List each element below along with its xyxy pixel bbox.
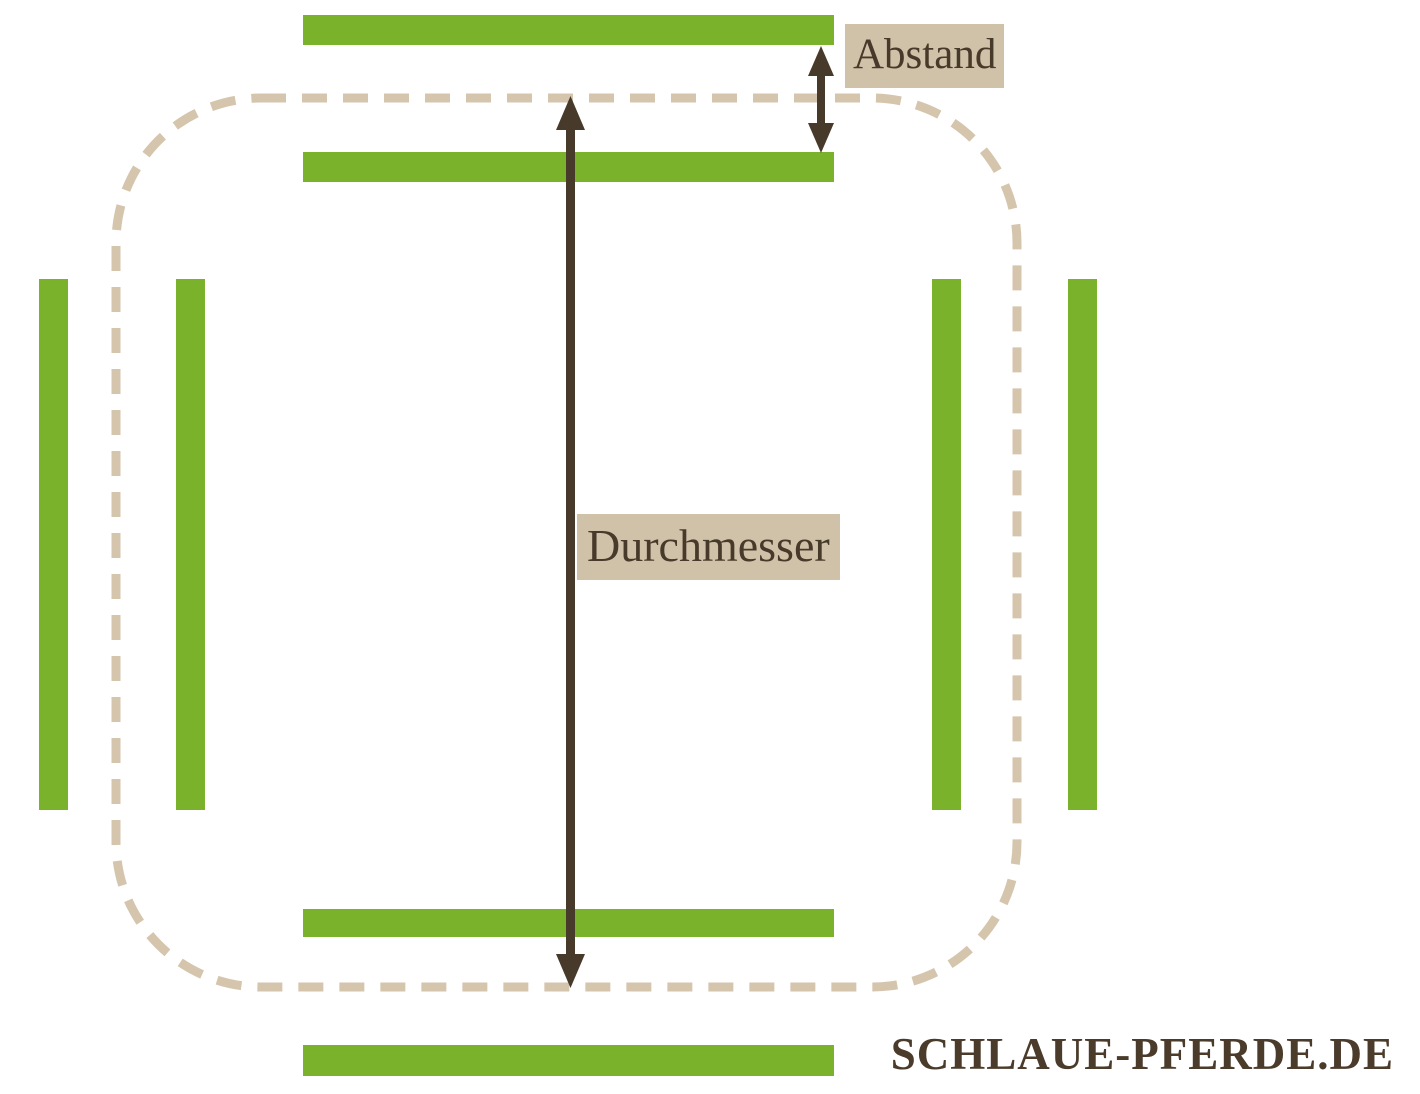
distance-label: Abstand: [845, 24, 1005, 88]
circle-track-dashed-path: [111, 93, 1022, 992]
pole-top-outer: [303, 15, 834, 45]
diameter-label: Durchmesser: [577, 514, 840, 580]
watermark-text: SCHLAUE-PFERDE.DE: [890, 1029, 1394, 1079]
pole-right-outer: [1068, 279, 1097, 810]
pole-bottom-inner: [303, 909, 834, 937]
pole-left-outer: [39, 279, 68, 810]
pole-bottom-outer: [303, 1045, 834, 1076]
pole-right-inner: [932, 279, 961, 810]
pole-top-inner: [303, 152, 834, 182]
distance-arrow: [808, 46, 834, 153]
pole-left-inner: [176, 279, 205, 810]
